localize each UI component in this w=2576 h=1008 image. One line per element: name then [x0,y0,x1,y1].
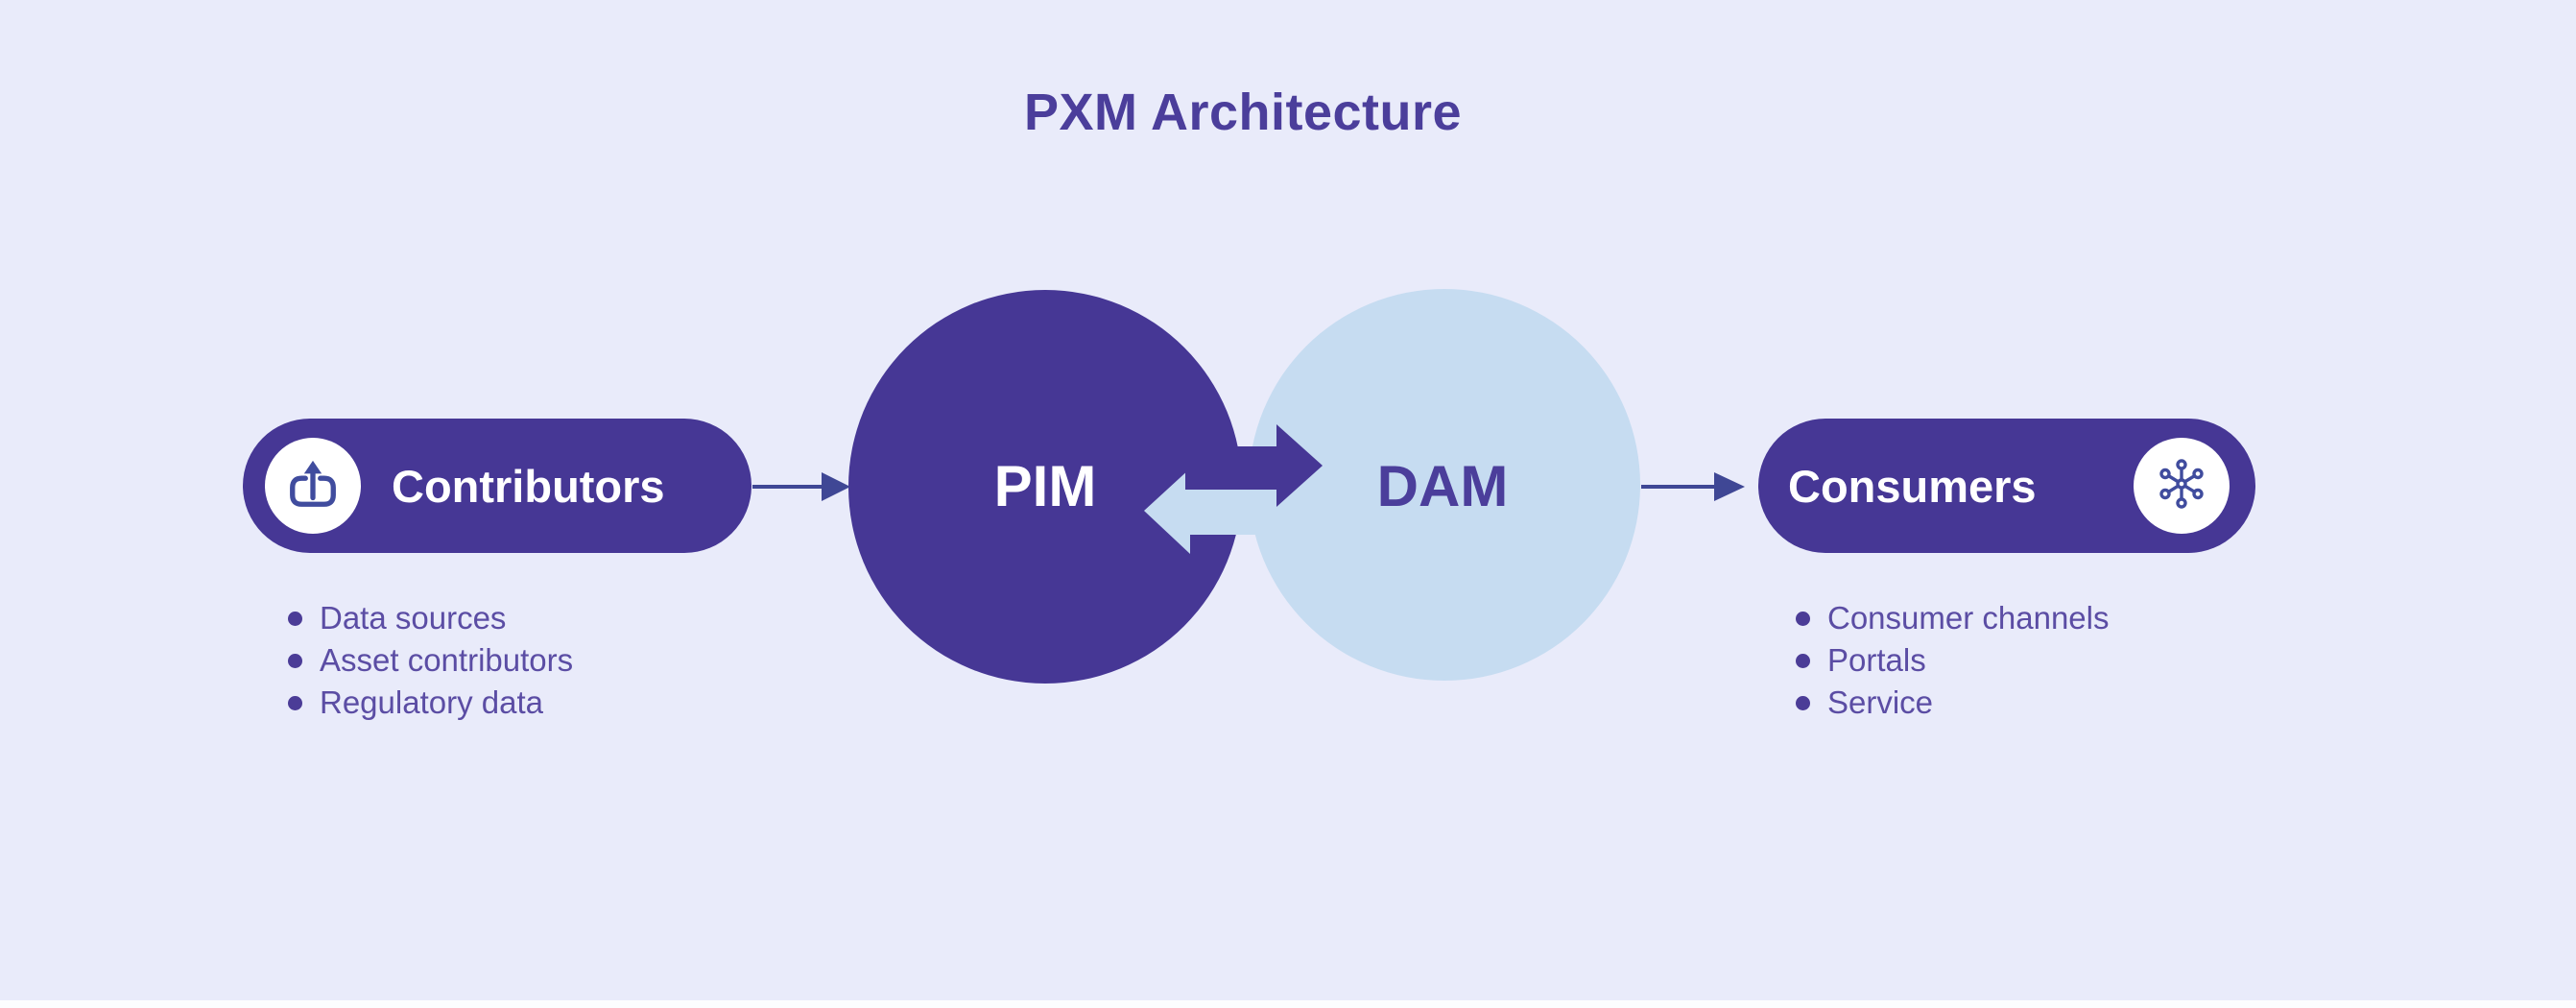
contributors-node: Contributors [243,419,751,553]
pim-label: PIM [993,454,1097,518]
bullet-dot [1796,695,1810,710]
bullet-dot [288,611,302,626]
list-item: Portals [1796,639,2110,682]
bullet-dot [288,695,302,710]
dam-circle [1249,289,1640,681]
list-item: Consumer channels [1796,597,2110,639]
consumers-icon-circle [2134,438,2230,534]
list-item: Regulatory data [288,682,573,724]
contributors-to-pim-arrow [752,472,850,501]
bottom-edge-strip [0,1000,2576,1008]
consumers-list: Consumer channels Portals Service [1796,597,2110,724]
contributors-icon-circle [265,438,361,534]
bullet-dot [288,653,302,668]
upload-icon [285,456,341,516]
consumers-node: Consumers [1758,419,2255,553]
pim-to-dam-block-arrow [1185,424,1323,507]
network-icon [2153,455,2210,517]
bullet-dot [1796,653,1810,668]
list-item: Service [1796,682,2110,724]
list-item: Data sources [288,597,573,639]
consumers-label: Consumers [1788,460,2037,512]
page-title: PXM Architecture [1023,84,1463,141]
bullet-dot [1796,611,1810,626]
contributors-list: Data sources Asset contributors Regulato… [288,597,573,724]
list-item: Asset contributors [288,639,573,682]
dam-to-consumers-arrow [1641,472,1745,501]
dam-label: DAM [1376,454,1509,518]
contributors-label: Contributors [392,460,665,512]
